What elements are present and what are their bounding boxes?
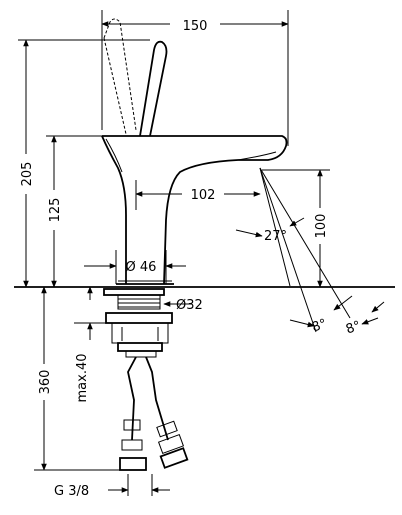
dim-connection-thread: G 3/8 bbox=[54, 484, 89, 499]
faucet-body bbox=[101, 135, 288, 285]
dim-spray-angle: 27° bbox=[264, 229, 287, 244]
dim-below-deck-length: 360 bbox=[38, 370, 53, 395]
dim-spout-height: 125 bbox=[48, 198, 63, 223]
dim-shank-diameter: Ø32 bbox=[176, 298, 203, 313]
dim-base-diameter: Ø 46 bbox=[126, 260, 157, 275]
dim-overall-width: 150 bbox=[183, 19, 208, 34]
dim-spray-drop: 100 bbox=[314, 214, 329, 239]
below-deck-assembly bbox=[103, 288, 189, 471]
dim-angle-right: 8° bbox=[344, 318, 363, 337]
handle-lever bbox=[103, 18, 168, 137]
spray-cone bbox=[259, 167, 351, 333]
dim-max-deck-thickness: max.40 bbox=[75, 354, 90, 403]
dim-angle-left: 8° bbox=[310, 316, 329, 335]
dim-spout-reach: 102 bbox=[191, 188, 216, 203]
dim-overall-height: 205 bbox=[20, 162, 35, 187]
